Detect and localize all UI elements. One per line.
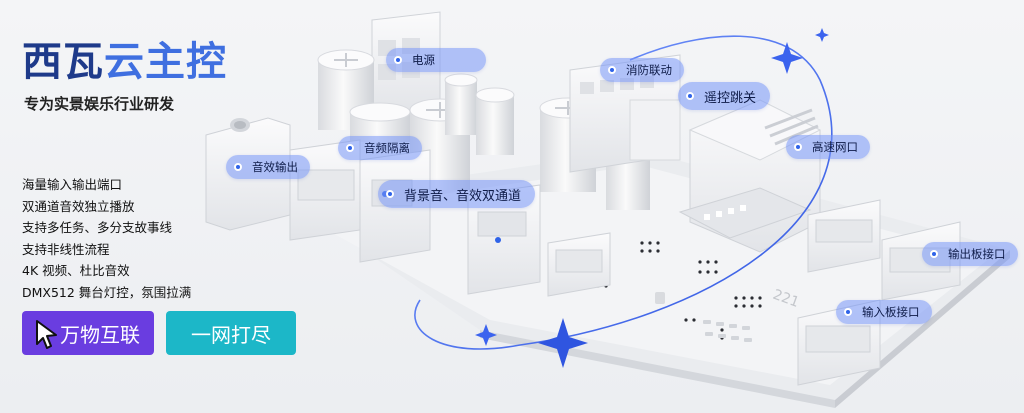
tag-dot-icon (346, 144, 354, 152)
tag-fire-linkage: 消防联动 (600, 58, 684, 82)
output-board-header (881, 221, 961, 301)
interconnect-button-label: 万物互联 (60, 322, 140, 347)
capacitor (349, 102, 411, 142)
tag-label: 音效输出 (252, 160, 298, 174)
subtitle: 专为实景娱乐行业研发 (24, 95, 175, 113)
feature-item: 支持多任务、多分支故事线 (22, 220, 173, 235)
all-in-one-button-label: 一网打尽 (191, 322, 271, 347)
sparkle-icon (475, 324, 497, 346)
sparkle-icon (538, 318, 588, 368)
tag-dot-icon (394, 56, 402, 64)
tag-output-board: 输出板接口 (922, 242, 1018, 266)
tag-input-board: 输入板接口 (836, 300, 932, 324)
tag-label: 高速网口 (812, 140, 858, 154)
tag-label: 输出板接口 (948, 247, 1006, 261)
tag-label: 输入板接口 (862, 305, 920, 319)
feature-list: 海量输入输出端口 双通道音效独立播放 支持多任务、多分支故事线 支持非线性流程 … (22, 174, 191, 303)
pin-header (807, 199, 881, 273)
tag-label: 背景音、音效双通道 (404, 188, 522, 204)
brand-title-part2: 云主控 (104, 39, 227, 85)
tag-dual-channel: 背景音、音效双通道 (378, 180, 536, 208)
feature-item: 海量输入输出端口 (22, 177, 123, 192)
all-in-one-button[interactable]: 一网打尽 (166, 311, 296, 355)
brand-title: 西瓦云主控 (22, 40, 227, 84)
feature-item: 支持非线性流程 (22, 241, 110, 257)
feature-item: 4K 视频、杜比音效 (22, 263, 130, 278)
pin-header (547, 232, 611, 297)
tag-label: 消防联动 (626, 63, 672, 77)
tag-label: 电源 (412, 53, 435, 67)
signal-arc (414, 35, 833, 350)
tag-remote-skip: 遥控跳关 (678, 82, 771, 110)
pcb-holes (596, 241, 762, 340)
usb-port (467, 184, 541, 295)
tag-dot-icon (234, 163, 242, 171)
cursor-icon (36, 320, 57, 349)
sparkle-icon (771, 42, 803, 74)
tag-dot-icon (608, 66, 616, 74)
tag-audio-isolation: 音频隔离 (338, 136, 422, 160)
tag-label: 遥控跳关 (704, 90, 757, 106)
tag-audio-output: 音效输出 (226, 155, 310, 179)
brand-title-part1: 西瓦 (22, 39, 104, 85)
sparkle-icon (815, 28, 829, 42)
network-base (678, 187, 812, 239)
tag-network-port: 高速网口 (786, 135, 870, 159)
capacitor (475, 87, 515, 155)
tag-label: 音频隔离 (364, 141, 410, 155)
feature-item: 双通道音效独立播放 (22, 198, 135, 214)
interconnect-button[interactable]: 万物互联 (22, 311, 154, 355)
tag-dot-icon (386, 190, 394, 198)
tag-power: 电源 (386, 48, 486, 72)
capacitor (444, 73, 478, 135)
tag-dot-icon (686, 92, 694, 100)
relay-block (569, 54, 681, 173)
tag-dot-icon (930, 250, 938, 258)
tag-dot-icon (794, 143, 802, 151)
feature-item: DMX512 舞台灯控，氛围拉满 (22, 284, 192, 300)
tag-dot-icon (844, 308, 852, 316)
